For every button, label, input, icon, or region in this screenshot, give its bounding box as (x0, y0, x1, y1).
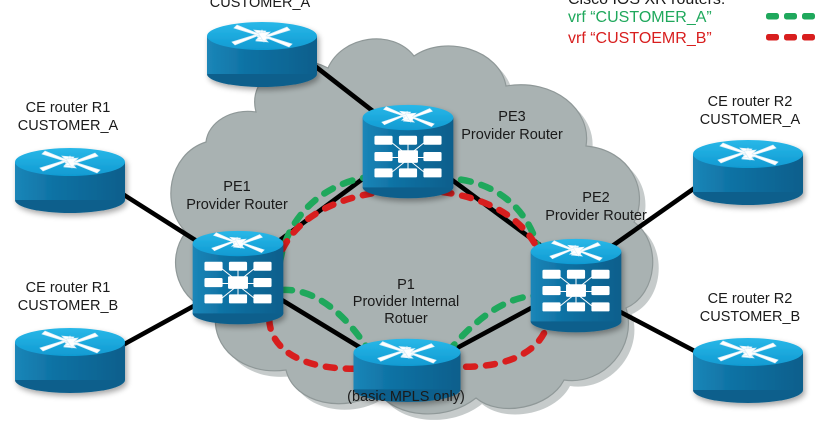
label-p1-line3: Rotuer (384, 311, 428, 327)
label-pe3: PE3 Provider Router (461, 109, 563, 144)
legend-swatch-vrf-a (766, 13, 815, 20)
label-ce-right-a-line1: CE router R2 (707, 94, 793, 110)
label-pe1-line1: PE1 (223, 179, 251, 195)
label-ce-left-a: CE router R1 CUSTOMER_A (18, 100, 118, 135)
vrf-a-upper-right (436, 174, 544, 260)
router-ce-left-a[interactable] (14, 147, 126, 214)
label-pe3-line1: PE3 (498, 109, 526, 125)
label-ce-top: CUSTOMER_A (209, 0, 311, 11)
label-ce-right-b-line1: CE router R2 (707, 291, 793, 307)
label-pe3-line2: Provider Router (461, 126, 563, 143)
label-p1-line1: P1 (397, 277, 415, 293)
legend-swatches (766, 13, 815, 41)
legend-label-vrf-a: vrf “CUSTOMER_A” (568, 9, 712, 26)
label-p1: P1 Provider Internal Rotuer (353, 277, 459, 328)
vrf-a-lower-via-p1 (278, 286, 374, 356)
router-ce-right-b[interactable] (692, 337, 804, 404)
label-pe2: PE2 Provider Router (545, 190, 647, 225)
router-pe3[interactable] (362, 104, 454, 199)
label-ce-right-b-line2: CUSTOMER_B (699, 308, 801, 325)
link-ce-right-a-to-pe2 (606, 178, 708, 251)
label-ce-left-a-line2: CUSTOMER_A (17, 117, 119, 134)
label-pe1-line2: Provider Router (186, 196, 288, 213)
router-ce-top[interactable] (206, 21, 318, 88)
legend-label-vrf-b: vrf “CUSTOEMR_B” (568, 30, 712, 47)
label-pe2-line1: PE2 (582, 190, 610, 206)
label-p1-note: (basic MPLS only) (347, 389, 465, 405)
label-ce-right-a-line2: CUSTOMER_A (699, 111, 801, 128)
link-pe1-to-p1 (270, 292, 376, 358)
link-p1-to-pe2 (442, 297, 548, 358)
link-ce-right-b-to-pe2 (605, 302, 708, 360)
label-ce-right-a: CE router R2 CUSTOMER_A (700, 94, 800, 129)
label-ce-left-b-line2: CUSTOMER_B (17, 297, 119, 314)
router-pe2[interactable] (530, 238, 622, 333)
label-ce-left-a-line1: CE router R1 (25, 100, 111, 116)
label-pe2-line2: Provider Router (545, 207, 647, 224)
legend-title: Cisco IOS XR routers: (568, 0, 725, 9)
legend-swatch-vrf-b (766, 34, 815, 41)
vrf-b-lower-left (265, 296, 376, 372)
label-p1-line2: Provider Internal (352, 294, 460, 310)
label-ce-left-b: CE router R1 CUSTOMER_B (18, 280, 118, 315)
router-ce-left-b[interactable] (14, 327, 126, 394)
router-ce-right-a[interactable] (692, 139, 804, 206)
vrf-a-lower-right (444, 292, 544, 356)
label-ce-left-b-line1: CE router R1 (25, 280, 111, 296)
label-ce-right-b: CE router R2 CUSTOMER_B (700, 291, 800, 326)
router-pe1[interactable] (192, 230, 284, 325)
label-pe1: PE1 Provider Router (186, 179, 288, 214)
